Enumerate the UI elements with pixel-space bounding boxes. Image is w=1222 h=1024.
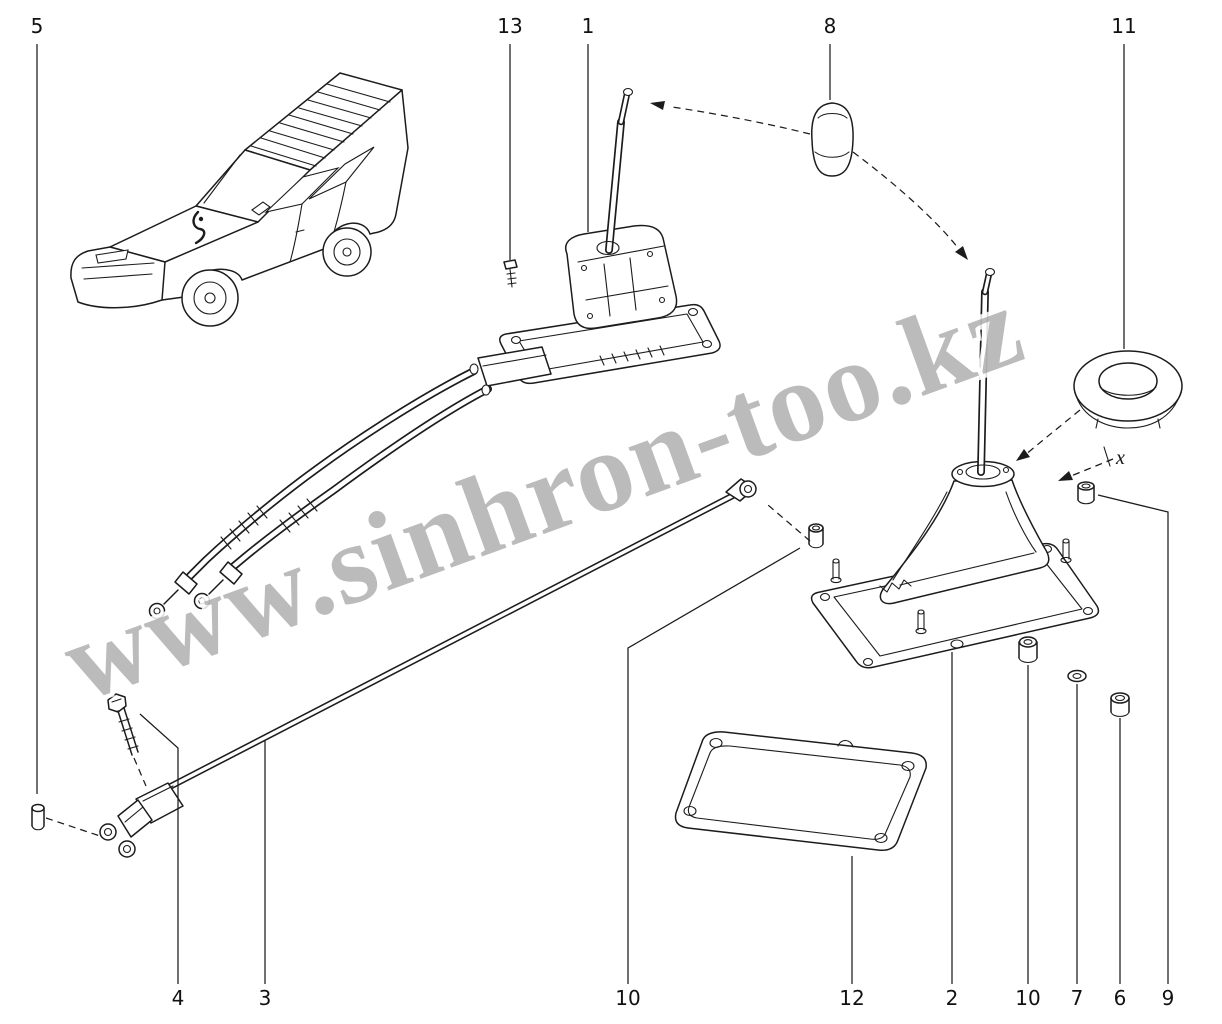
leader-10-front [627, 547, 801, 984]
callout-12: 12 [839, 986, 865, 1010]
callout-10-front: 10 [615, 986, 641, 1010]
callout-13: 13 [497, 14, 523, 38]
callout-9: 9 [1161, 986, 1175, 1010]
retainer-ring [1016, 350, 1183, 461]
cable-boot-rear [279, 498, 318, 533]
control-rod [144, 478, 757, 802]
callout-6: 6 [1113, 986, 1127, 1010]
bolt-item-4 [107, 693, 147, 787]
callout-7: 7 [1070, 986, 1084, 1010]
base-gasket [674, 731, 927, 852]
callout-3: 3 [258, 986, 272, 1010]
gate-teeth-front [599, 345, 665, 366]
rear-shifter-assembly [810, 267, 1100, 669]
cable-boot-front [220, 505, 268, 550]
bushing-item-10-front [767, 504, 824, 549]
vehicle-illustration [70, 72, 409, 327]
callout-4: 4 [171, 986, 185, 1010]
nut-item-6 [1110, 692, 1130, 718]
knob-install-arrows [650, 101, 968, 260]
dimension-x-label: x [1116, 447, 1125, 469]
leader-lines [36, 44, 1169, 984]
pin-item-5 [31, 803, 101, 837]
roof-rib-lines [250, 83, 391, 167]
callout-5: 5 [30, 14, 44, 38]
cap-item-9 [1077, 481, 1095, 505]
gear-knob [811, 102, 854, 177]
shift-cables [148, 367, 492, 620]
washer-item-7 [1067, 669, 1087, 683]
callout-8: 8 [823, 14, 837, 38]
callout-1: 1 [581, 14, 595, 38]
cable-location-squiggle [192, 210, 206, 245]
leader-4 [139, 713, 179, 984]
mounting-studs [830, 538, 1072, 635]
front-shifter-assembly [469, 87, 721, 396]
watermark-text: www.sinhron-too.kz [47, 261, 1039, 726]
callout-2: 2 [945, 986, 959, 1010]
leader-9 [1097, 494, 1169, 984]
callout-10-rear: 10 [1015, 986, 1041, 1010]
bushing-item-10-rear [1018, 636, 1038, 664]
screw-item-13 [503, 259, 518, 288]
callout-11: 11 [1111, 14, 1137, 38]
rod-end-joint [99, 782, 184, 858]
dimension-x-arrow [1058, 446, 1114, 481]
